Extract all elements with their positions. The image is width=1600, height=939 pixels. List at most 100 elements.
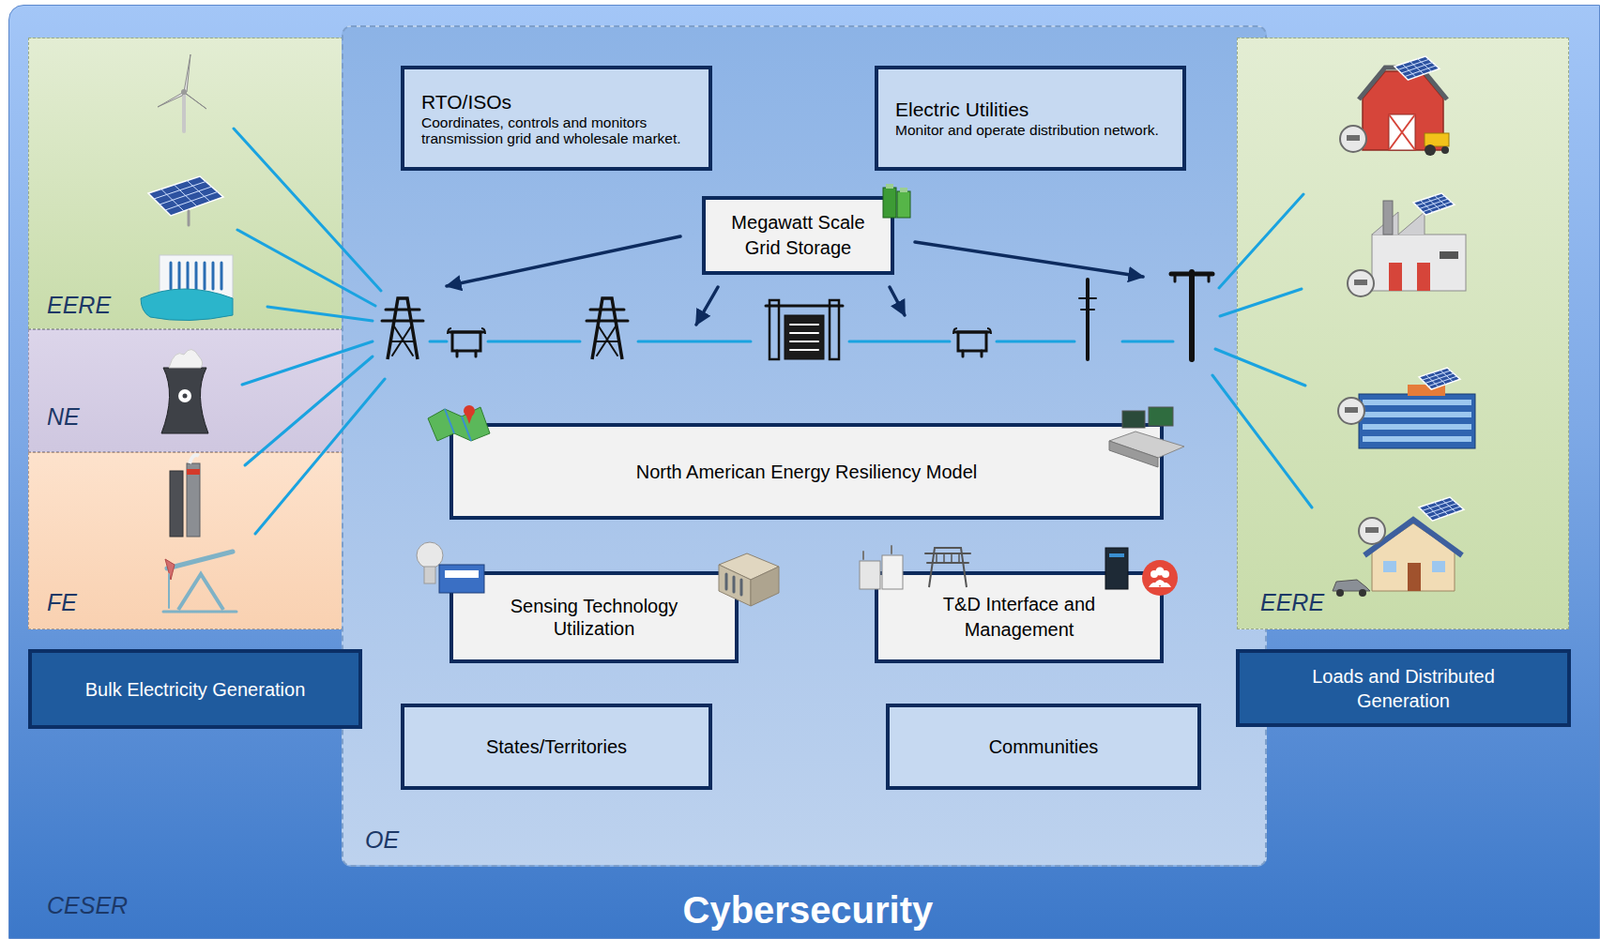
box-label: Sensing Technology Utilization xyxy=(500,594,688,640)
tractor-wheel xyxy=(1424,144,1436,156)
factory-door xyxy=(1417,262,1431,291)
transformer-top xyxy=(955,331,990,335)
pump-head xyxy=(165,559,175,580)
box-label: Megawatt Scale Grid Storage xyxy=(723,210,874,261)
program-box: North American Energy Resiliency Model xyxy=(449,423,1164,520)
org-box: Electric UtilitiesMonitor and operate di… xyxy=(874,65,1187,171)
smokestack xyxy=(186,463,200,537)
solar-panel xyxy=(148,176,224,216)
community-icon xyxy=(1142,560,1178,596)
hydro-dam xyxy=(159,255,233,312)
insulator xyxy=(1173,274,1177,282)
pump-frame xyxy=(178,574,224,610)
substation-gantry xyxy=(929,548,967,588)
factory xyxy=(1371,234,1466,291)
solar-grid xyxy=(165,192,218,212)
map-pin xyxy=(463,405,475,417)
solar-grid xyxy=(1417,59,1433,72)
solar-grid xyxy=(174,184,199,207)
ne-band: NE xyxy=(28,329,363,453)
hydro-gate xyxy=(203,262,207,290)
solar-panel xyxy=(1418,497,1464,521)
grid-line xyxy=(429,340,447,344)
solar-grid xyxy=(1398,59,1430,70)
sensor-mast xyxy=(424,566,436,584)
storage-arrow xyxy=(696,287,718,325)
car xyxy=(1332,579,1371,592)
hydro-gate xyxy=(195,262,199,290)
solar-grid xyxy=(1416,196,1445,206)
solar-grid xyxy=(1426,504,1441,519)
office-window xyxy=(1362,436,1472,442)
org-box: RTO/ISOsCoordinates, controls and monito… xyxy=(400,65,713,171)
house-door xyxy=(1407,563,1421,592)
fe-band: FE xyxy=(28,452,363,630)
tower-arm xyxy=(385,308,420,312)
office-window xyxy=(1362,411,1472,418)
service-line xyxy=(1219,194,1304,289)
factory-roof xyxy=(1371,212,1425,235)
region-label: EERE xyxy=(46,290,111,320)
gantry-beam xyxy=(925,552,971,555)
tower-symbol xyxy=(387,298,418,360)
tower-arm xyxy=(590,308,625,312)
solar-grid xyxy=(1442,500,1457,514)
box-label: RTO/ISOs xyxy=(421,90,512,114)
control-screen xyxy=(1148,407,1174,427)
substation-shutter xyxy=(790,332,819,335)
transformer-hook xyxy=(953,328,991,335)
map-pin-tip xyxy=(465,413,473,425)
solar-grid xyxy=(1425,373,1455,383)
tower-brace xyxy=(598,326,618,356)
stakeholder-box: Communities xyxy=(885,703,1202,791)
box-label: T&D Interface and Management xyxy=(925,592,1113,643)
storage-arrow xyxy=(446,236,681,287)
house xyxy=(1371,523,1455,592)
sensor-display xyxy=(444,570,479,579)
region-label: FE xyxy=(46,588,77,617)
pole-symbol xyxy=(1188,272,1195,360)
tower-brace xyxy=(394,326,413,356)
ceser-panel: EERE NE FE RTO/ISOsCoordinates, controls an… xyxy=(8,4,1600,939)
stack-band xyxy=(186,469,200,475)
segment-box: Bulk Electricity Generation xyxy=(28,649,363,730)
house-window xyxy=(1383,561,1397,573)
solar-grid xyxy=(1428,376,1458,387)
substation-building xyxy=(784,315,824,360)
insulator xyxy=(950,553,953,564)
solar-grid xyxy=(1419,198,1449,209)
box-label: Electric Utilities xyxy=(895,97,1029,122)
box-description: Monitor and operate distribution network… xyxy=(895,122,1159,138)
battery-icon xyxy=(897,191,911,218)
service-line xyxy=(1215,349,1306,386)
pump-rod xyxy=(167,574,170,609)
program-box: Sensing Technology Utilization xyxy=(449,571,739,664)
box-label: Loads and Distributed Generation xyxy=(1286,664,1522,714)
tower-brace xyxy=(596,326,616,356)
feeder-line xyxy=(237,229,376,306)
region-label: NE xyxy=(46,402,80,431)
storage-arrow xyxy=(914,242,1143,277)
radiation-center xyxy=(182,394,188,399)
turbine-hub xyxy=(181,89,187,95)
barn-door-cross xyxy=(1388,114,1416,151)
steam xyxy=(168,349,203,368)
solar-grid xyxy=(1420,199,1433,213)
car-wheel xyxy=(1358,589,1367,597)
solar-grid xyxy=(1422,500,1454,511)
grid-line xyxy=(1122,340,1174,344)
substation-shutter xyxy=(790,340,819,343)
transformer-leg xyxy=(961,350,965,357)
control-desk-side xyxy=(1109,441,1159,468)
pump-beam xyxy=(167,551,233,569)
factory-door xyxy=(1388,262,1402,291)
box-label: Bulk Electricity Generation xyxy=(85,678,306,701)
solar-grid xyxy=(159,186,213,205)
stakeholder-box: States/Territories xyxy=(400,703,713,791)
smart-meter xyxy=(1358,518,1386,545)
tower-brace xyxy=(391,340,414,343)
office-window xyxy=(1362,399,1472,406)
transformer-hook xyxy=(447,328,486,335)
segment-box: Loads and Distributed Generation xyxy=(1235,649,1571,728)
region-label: CESER xyxy=(46,891,128,920)
